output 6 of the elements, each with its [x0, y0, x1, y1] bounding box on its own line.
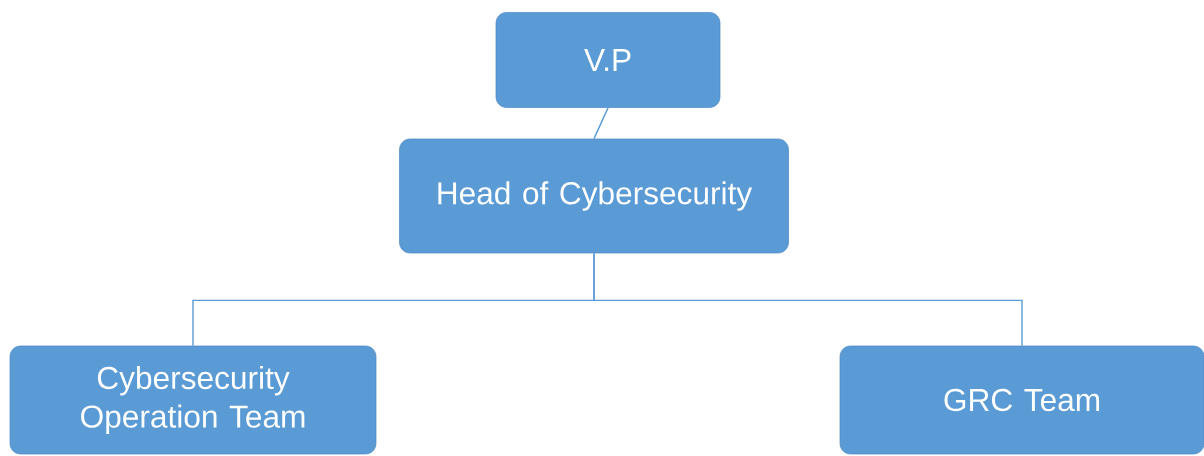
org-box: V.P: [495, 12, 721, 108]
org-box: GRC Team: [839, 345, 1204, 455]
org-box: Head of Cybersecurity: [399, 138, 789, 254]
connector-line: [593, 107, 609, 140]
connector-line: [593, 252, 1023, 347]
org-box: Cybersecurity Operation Team: [9, 345, 377, 455]
